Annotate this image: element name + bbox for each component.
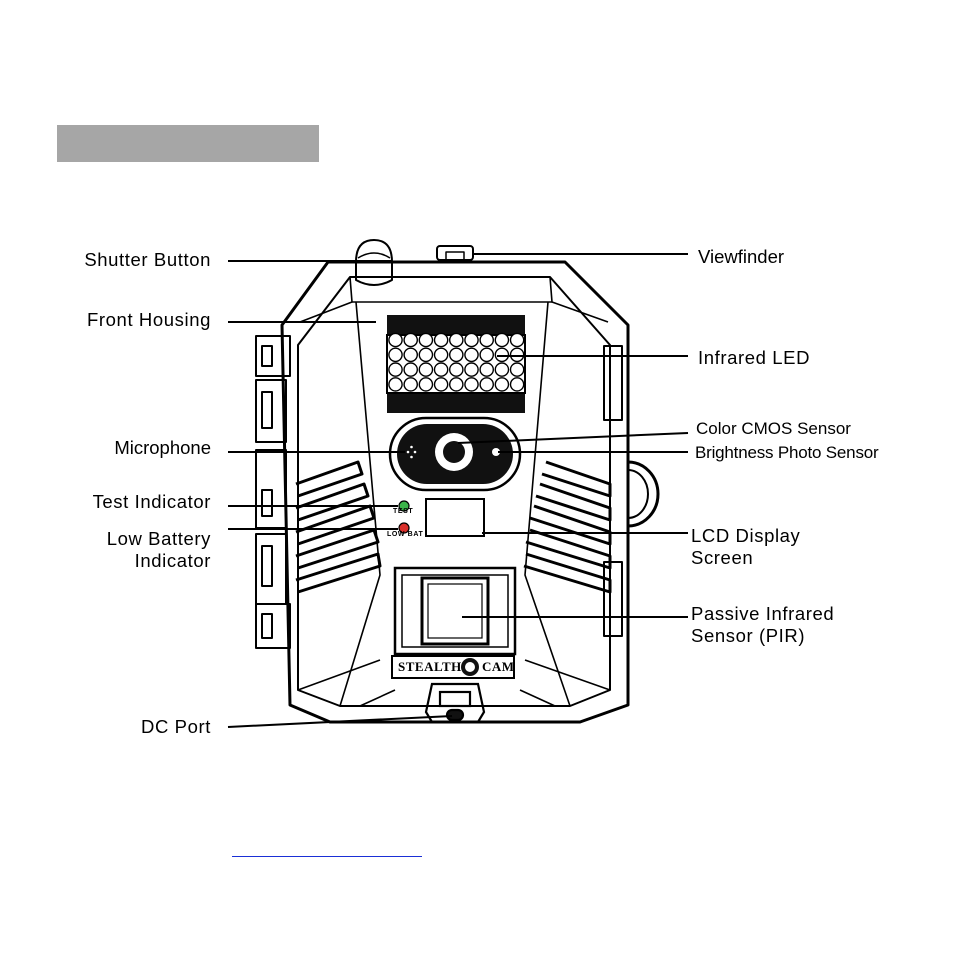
ir-led <box>479 362 495 377</box>
ir-led <box>388 347 403 363</box>
label-brightness-photo-sensor: Brightness Photo Sensor <box>695 443 879 462</box>
ir-led <box>448 347 464 363</box>
label-infrared-led: Infrared LED <box>698 347 811 368</box>
label-lcd-display-screen: LCD Display Screen <box>691 525 801 568</box>
brand-right: CAM <box>482 659 515 674</box>
brand-left: STEALTH <box>398 659 462 674</box>
ir-led <box>509 362 525 377</box>
ir-led <box>464 362 479 377</box>
ir-led <box>479 332 495 348</box>
photo-sensor-dot <box>492 448 500 456</box>
ir-led <box>448 362 464 377</box>
shutter-button-shape <box>355 239 393 286</box>
ir-led <box>464 332 479 348</box>
test-indicator-led <box>398 500 410 512</box>
label-test-indicator: Test Indicator <box>92 491 211 512</box>
leader-dc-port <box>227 715 453 728</box>
ir-led <box>433 377 449 392</box>
label-passive-infrared-sensor: Passive Infrared Sensor (PIR) <box>691 603 835 646</box>
ir-led <box>448 377 464 392</box>
ir-led <box>418 347 434 363</box>
ir-led <box>509 377 525 392</box>
low-battery-indicator-led <box>398 522 410 534</box>
lens-pod <box>388 416 522 492</box>
ir-led <box>403 377 419 392</box>
infrared-led-panel <box>386 315 526 413</box>
label-front-housing: Front Housing <box>87 309 211 330</box>
ir-led <box>403 332 419 348</box>
ir-led <box>388 332 403 348</box>
label-microphone: Microphone <box>114 437 211 458</box>
ir-led <box>433 362 449 377</box>
ir-led <box>403 347 419 363</box>
ir-led <box>388 377 403 392</box>
ir-led <box>494 362 510 377</box>
label-color-cmos-sensor: Color CMOS Sensor <box>696 419 851 438</box>
lcd-display <box>425 498 485 537</box>
ir-led <box>494 347 510 363</box>
ir-led <box>433 347 449 363</box>
ir-led <box>418 377 434 392</box>
ir-led <box>494 377 510 392</box>
label-dc-port: DC Port <box>141 716 211 737</box>
ir-led <box>494 332 510 348</box>
section-header-bar <box>57 125 319 162</box>
leader-cmos <box>457 432 689 444</box>
label-shutter-button: Shutter Button <box>84 249 211 270</box>
low-bat-text: LOW BAT <box>387 531 424 538</box>
ir-led <box>464 377 479 392</box>
label-viewfinder: Viewfinder <box>698 246 785 267</box>
ir-led <box>464 347 479 363</box>
ir-led <box>403 362 419 377</box>
link-underline[interactable] <box>232 856 422 857</box>
ir-led <box>448 332 464 348</box>
ir-led <box>509 347 525 363</box>
ir-led <box>388 362 403 377</box>
ir-led <box>479 377 495 392</box>
label-low-battery-indicator: Low Battery Indicator <box>106 528 211 571</box>
ir-led <box>509 332 525 348</box>
test-text: TEST <box>393 508 414 515</box>
ir-led <box>418 362 434 377</box>
ir-led <box>418 332 434 348</box>
dc-port-shape <box>424 682 486 724</box>
ir-led <box>433 332 449 348</box>
ir-led <box>479 347 495 363</box>
pir-sensor <box>393 566 517 656</box>
viewfinder-shape <box>436 245 474 261</box>
